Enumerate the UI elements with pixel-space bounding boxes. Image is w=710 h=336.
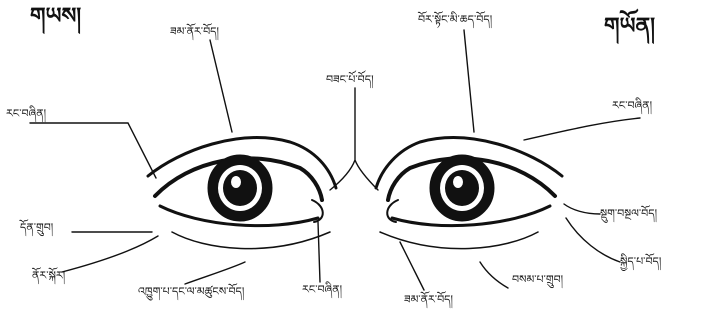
leader-natural-left-top: [30, 123, 156, 178]
label-outer-lower-right: སྐྱིད་པ་བོད།: [620, 256, 661, 267]
label-nose-bridge: བཟང་པོ་བོད།: [326, 74, 374, 85]
label-lower-outer: ནོར་སྐོར།: [32, 270, 65, 281]
label-upper-lid-right: བོར་སྟོང་མི་ཆད་བོད།: [418, 14, 492, 25]
leader-lower-lid: [185, 262, 245, 284]
label-lower-lid: འཁྱུག་པ་དང་ལ་མཚུངས་བོད།: [138, 286, 244, 297]
label-outer-corner-right: སྡུག་བསྔལ་བོད།: [600, 208, 657, 219]
right-eye: [376, 138, 562, 249]
label-natural-bottom: རང་བཞིན།: [302, 284, 342, 295]
leader-lines: [30, 30, 640, 290]
label-natural-right-top: རང་བཞིན།: [612, 100, 652, 111]
leader-lower-curve: [480, 262, 508, 288]
left-eye: [148, 138, 336, 249]
label-upper-lid-left: ཟམ་ནོར་བོད།: [170, 26, 219, 37]
leader-lower-outer: [62, 236, 158, 272]
label-natural-left-top: རང་བཞིན།: [6, 108, 46, 119]
label-lower-curve: བསམ་པ་གྲུབ།: [512, 274, 563, 285]
leader-outer-corner-right: [564, 204, 600, 214]
label-lower-lid-right: ཟམ་ནོར་བོད།: [404, 294, 453, 305]
leader-upper-lid-left: [210, 40, 232, 132]
label-inner-corner: དོན་གྲུབ།: [20, 222, 53, 233]
leader-lower-lid-right: [400, 242, 424, 290]
side-title-right: གཡས།: [30, 6, 81, 28]
side-title-left: གཡོན།: [604, 16, 655, 38]
leader-natural-bottom: [318, 222, 320, 282]
leader-natural-right-top: [524, 118, 640, 140]
leader-upper-lid-right: [464, 30, 474, 132]
leader-nose-bridge: [330, 88, 378, 190]
leader-outer-lower-right: [566, 218, 620, 262]
